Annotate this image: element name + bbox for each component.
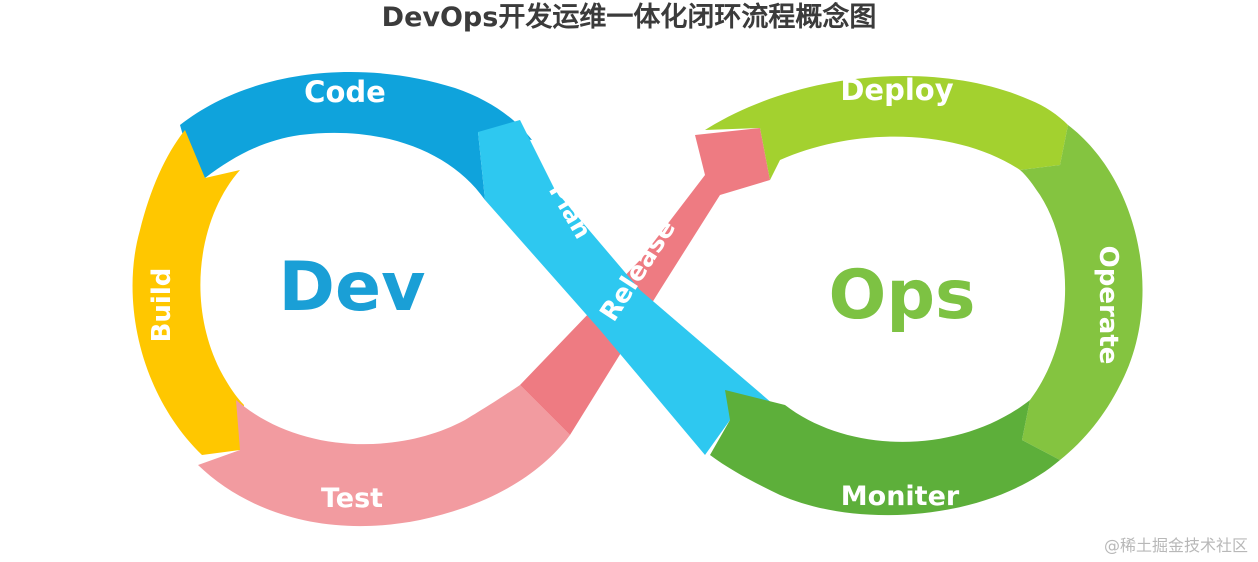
operate-label: Operate bbox=[1093, 246, 1123, 365]
moniter-segment bbox=[710, 390, 1060, 516]
build-label: Build bbox=[147, 268, 177, 343]
operate-segment bbox=[1020, 125, 1143, 460]
code-segment bbox=[180, 71, 532, 200]
watermark: @稀土掘金技术社区 bbox=[1103, 536, 1248, 555]
test-label: Test bbox=[321, 483, 383, 514]
deploy-label: Deploy bbox=[840, 73, 953, 107]
test-segment bbox=[198, 385, 570, 527]
ops-label: Ops bbox=[829, 256, 976, 335]
build-segment bbox=[132, 130, 244, 455]
moniter-label: Moniter bbox=[841, 481, 960, 512]
diagram-title: DevOps开发运维一体化闭环流程概念图 bbox=[381, 2, 877, 33]
release-segment bbox=[520, 128, 770, 435]
deploy-segment bbox=[705, 76, 1068, 180]
plan-segment bbox=[478, 120, 780, 455]
code-label: Code bbox=[304, 75, 386, 109]
dev-label: Dev bbox=[279, 248, 426, 327]
